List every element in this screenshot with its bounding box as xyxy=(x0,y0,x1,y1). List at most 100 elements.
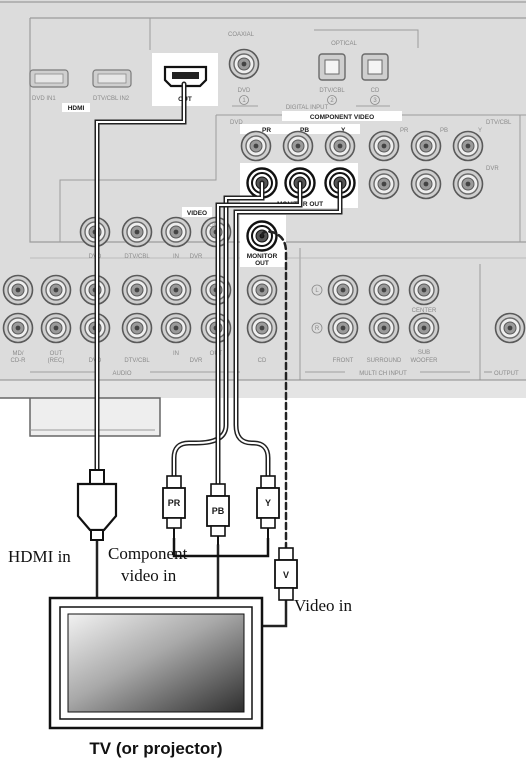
coaxial-label: COAXIAL xyxy=(228,32,255,38)
audio-cd-l-jack xyxy=(246,274,278,306)
audio-rec-label: (REC) xyxy=(48,358,65,364)
component-pr-plug: PR xyxy=(162,475,186,538)
component-video-in-label-line2: video in xyxy=(121,566,177,585)
component-plug-bracket xyxy=(172,538,270,558)
surround-r-jack xyxy=(368,312,400,344)
audio-cd-r-jack xyxy=(246,312,278,344)
audio-out-l-jack xyxy=(40,274,72,306)
hdmi-in1-label: DVD IN1 xyxy=(32,96,56,102)
surround-label: SURROUND xyxy=(367,358,402,364)
audio-in-label: IN xyxy=(173,351,179,357)
digital-input-label: DIGITAL INPUT xyxy=(286,105,329,111)
component-subhead-bg xyxy=(240,124,360,134)
l-mark: L xyxy=(315,288,319,294)
audio-md-r-jack xyxy=(2,312,34,344)
component-dvr-pr-jack xyxy=(368,168,400,200)
component-dvd-label: DVD xyxy=(230,120,243,126)
video-in-label: Video in xyxy=(294,596,352,615)
digital-number-3: 3 xyxy=(373,98,377,104)
component-pb-plug: PB xyxy=(206,483,230,545)
audio-dvr-in-r-jack xyxy=(160,312,192,344)
component-dtvcbl-pb-label: PB xyxy=(440,128,448,134)
output-label: OUTPUT xyxy=(494,371,519,377)
hdmi-in1-port xyxy=(29,69,69,88)
component-y-plug-label: Y xyxy=(265,498,271,508)
audio-dtvcbl-r-jack xyxy=(121,312,153,344)
component-pr-plug-label: PR xyxy=(168,498,181,508)
audio-dtvcbl-label: DTV/CBL xyxy=(124,358,150,364)
component-video-label: COMPONENT VIDEO xyxy=(310,114,374,121)
video-label-bg xyxy=(182,207,212,217)
woofer-label: WOOFER xyxy=(411,358,439,364)
component-video-label-bg xyxy=(282,111,402,121)
video-dvr-label: DVR xyxy=(190,254,203,260)
cables xyxy=(94,81,343,628)
digital-dvd-label: DVD xyxy=(238,88,251,94)
video-monitor-out-label-2: OUT xyxy=(255,260,269,267)
front-l-jack xyxy=(327,274,359,306)
coaxial-dvd-jack xyxy=(228,48,260,80)
hdmi-in2-label: DTV/CBL IN2 xyxy=(93,96,130,102)
video-monitor-out-label-1: MONITOR xyxy=(247,253,278,260)
digital-number-1: 1 xyxy=(242,98,246,104)
audio-dtvcbl-l-jack xyxy=(121,274,153,306)
component-pb-plug-label: PB xyxy=(212,506,225,516)
digital-number-3-badge xyxy=(370,95,380,105)
component-dtvcbl-pb-jack xyxy=(410,130,442,162)
component-dvd-pr-jack xyxy=(240,130,272,162)
hdmi-section-label: HDMI xyxy=(68,105,85,112)
hdmi-in2-port xyxy=(92,69,132,88)
component-dvr-label: DVR xyxy=(486,166,499,172)
sub-label: SUB xyxy=(418,350,430,356)
audio-cdr-label: CD-R xyxy=(11,358,27,364)
multi-ch-input-label: MULTI CH INPUT xyxy=(359,371,407,377)
audio-dvr-label: DVR xyxy=(190,358,203,364)
video-tv-lead xyxy=(260,598,288,628)
audio-label: AUDIO xyxy=(112,371,131,377)
center-label: CENTER xyxy=(412,308,437,314)
video-label: VIDEO xyxy=(187,210,207,217)
audio-cd-label: CD xyxy=(258,358,267,364)
audio-md-l-jack xyxy=(2,274,34,306)
video-dtvcbl-jack xyxy=(121,216,153,248)
digital-number-1-badge xyxy=(239,95,249,105)
component-video-in-label-line1: Component xyxy=(108,544,188,563)
digital-number-2: 2 xyxy=(330,98,334,104)
video-dtvcbl-label: DTV/CBL xyxy=(124,254,150,260)
component-pb-label: PB xyxy=(300,127,309,134)
audio-out-label: OUT xyxy=(50,351,63,357)
r-mark-badge xyxy=(311,322,323,334)
digital-dtvcbl-label: DTV/CBL xyxy=(319,88,345,94)
video-in-label: IN xyxy=(173,254,179,260)
l-mark-badge xyxy=(311,284,323,296)
component-y-label: Y xyxy=(341,127,346,134)
optical-label: OPTICAL xyxy=(331,41,357,47)
component-dtvcbl-y-label: Y xyxy=(478,128,482,134)
audio-out-r-jack xyxy=(40,312,72,344)
output-jack xyxy=(494,312,526,344)
surround-l-jack xyxy=(368,274,400,306)
tv-screen xyxy=(67,613,245,713)
video-plug-label: V xyxy=(283,570,289,580)
hdmi-plug xyxy=(76,469,118,541)
component-pr-label: PR xyxy=(262,127,271,134)
hdmi-section-label-bg xyxy=(62,103,90,112)
r-mark: R xyxy=(315,326,320,332)
front-label: FRONT xyxy=(333,358,354,364)
component-dtvcbl-pr-jack xyxy=(368,130,400,162)
audio-md-label: MD/ xyxy=(13,351,24,357)
component-dvd-y-jack xyxy=(324,130,356,162)
front-r-jack xyxy=(327,312,359,344)
optical-cd-port xyxy=(361,53,389,81)
subwoofer-jack xyxy=(408,312,440,344)
hdmi-in-label: HDMI in xyxy=(8,547,71,566)
hdmi-out-port xyxy=(163,65,208,88)
video-dvr-in-jack xyxy=(160,216,192,248)
component-dvd-pb-jack xyxy=(282,130,314,162)
component-dtvcbl-label: DTV/CBL xyxy=(486,120,512,126)
video-cable xyxy=(260,230,288,550)
component-dtvcbl-y-jack xyxy=(452,130,484,162)
receiver-rear-panel: DVD IN1 DTV/CBL IN2 OUT HDMI COAXIAL OPT… xyxy=(0,0,526,437)
digital-cd-label: CD xyxy=(371,88,380,94)
